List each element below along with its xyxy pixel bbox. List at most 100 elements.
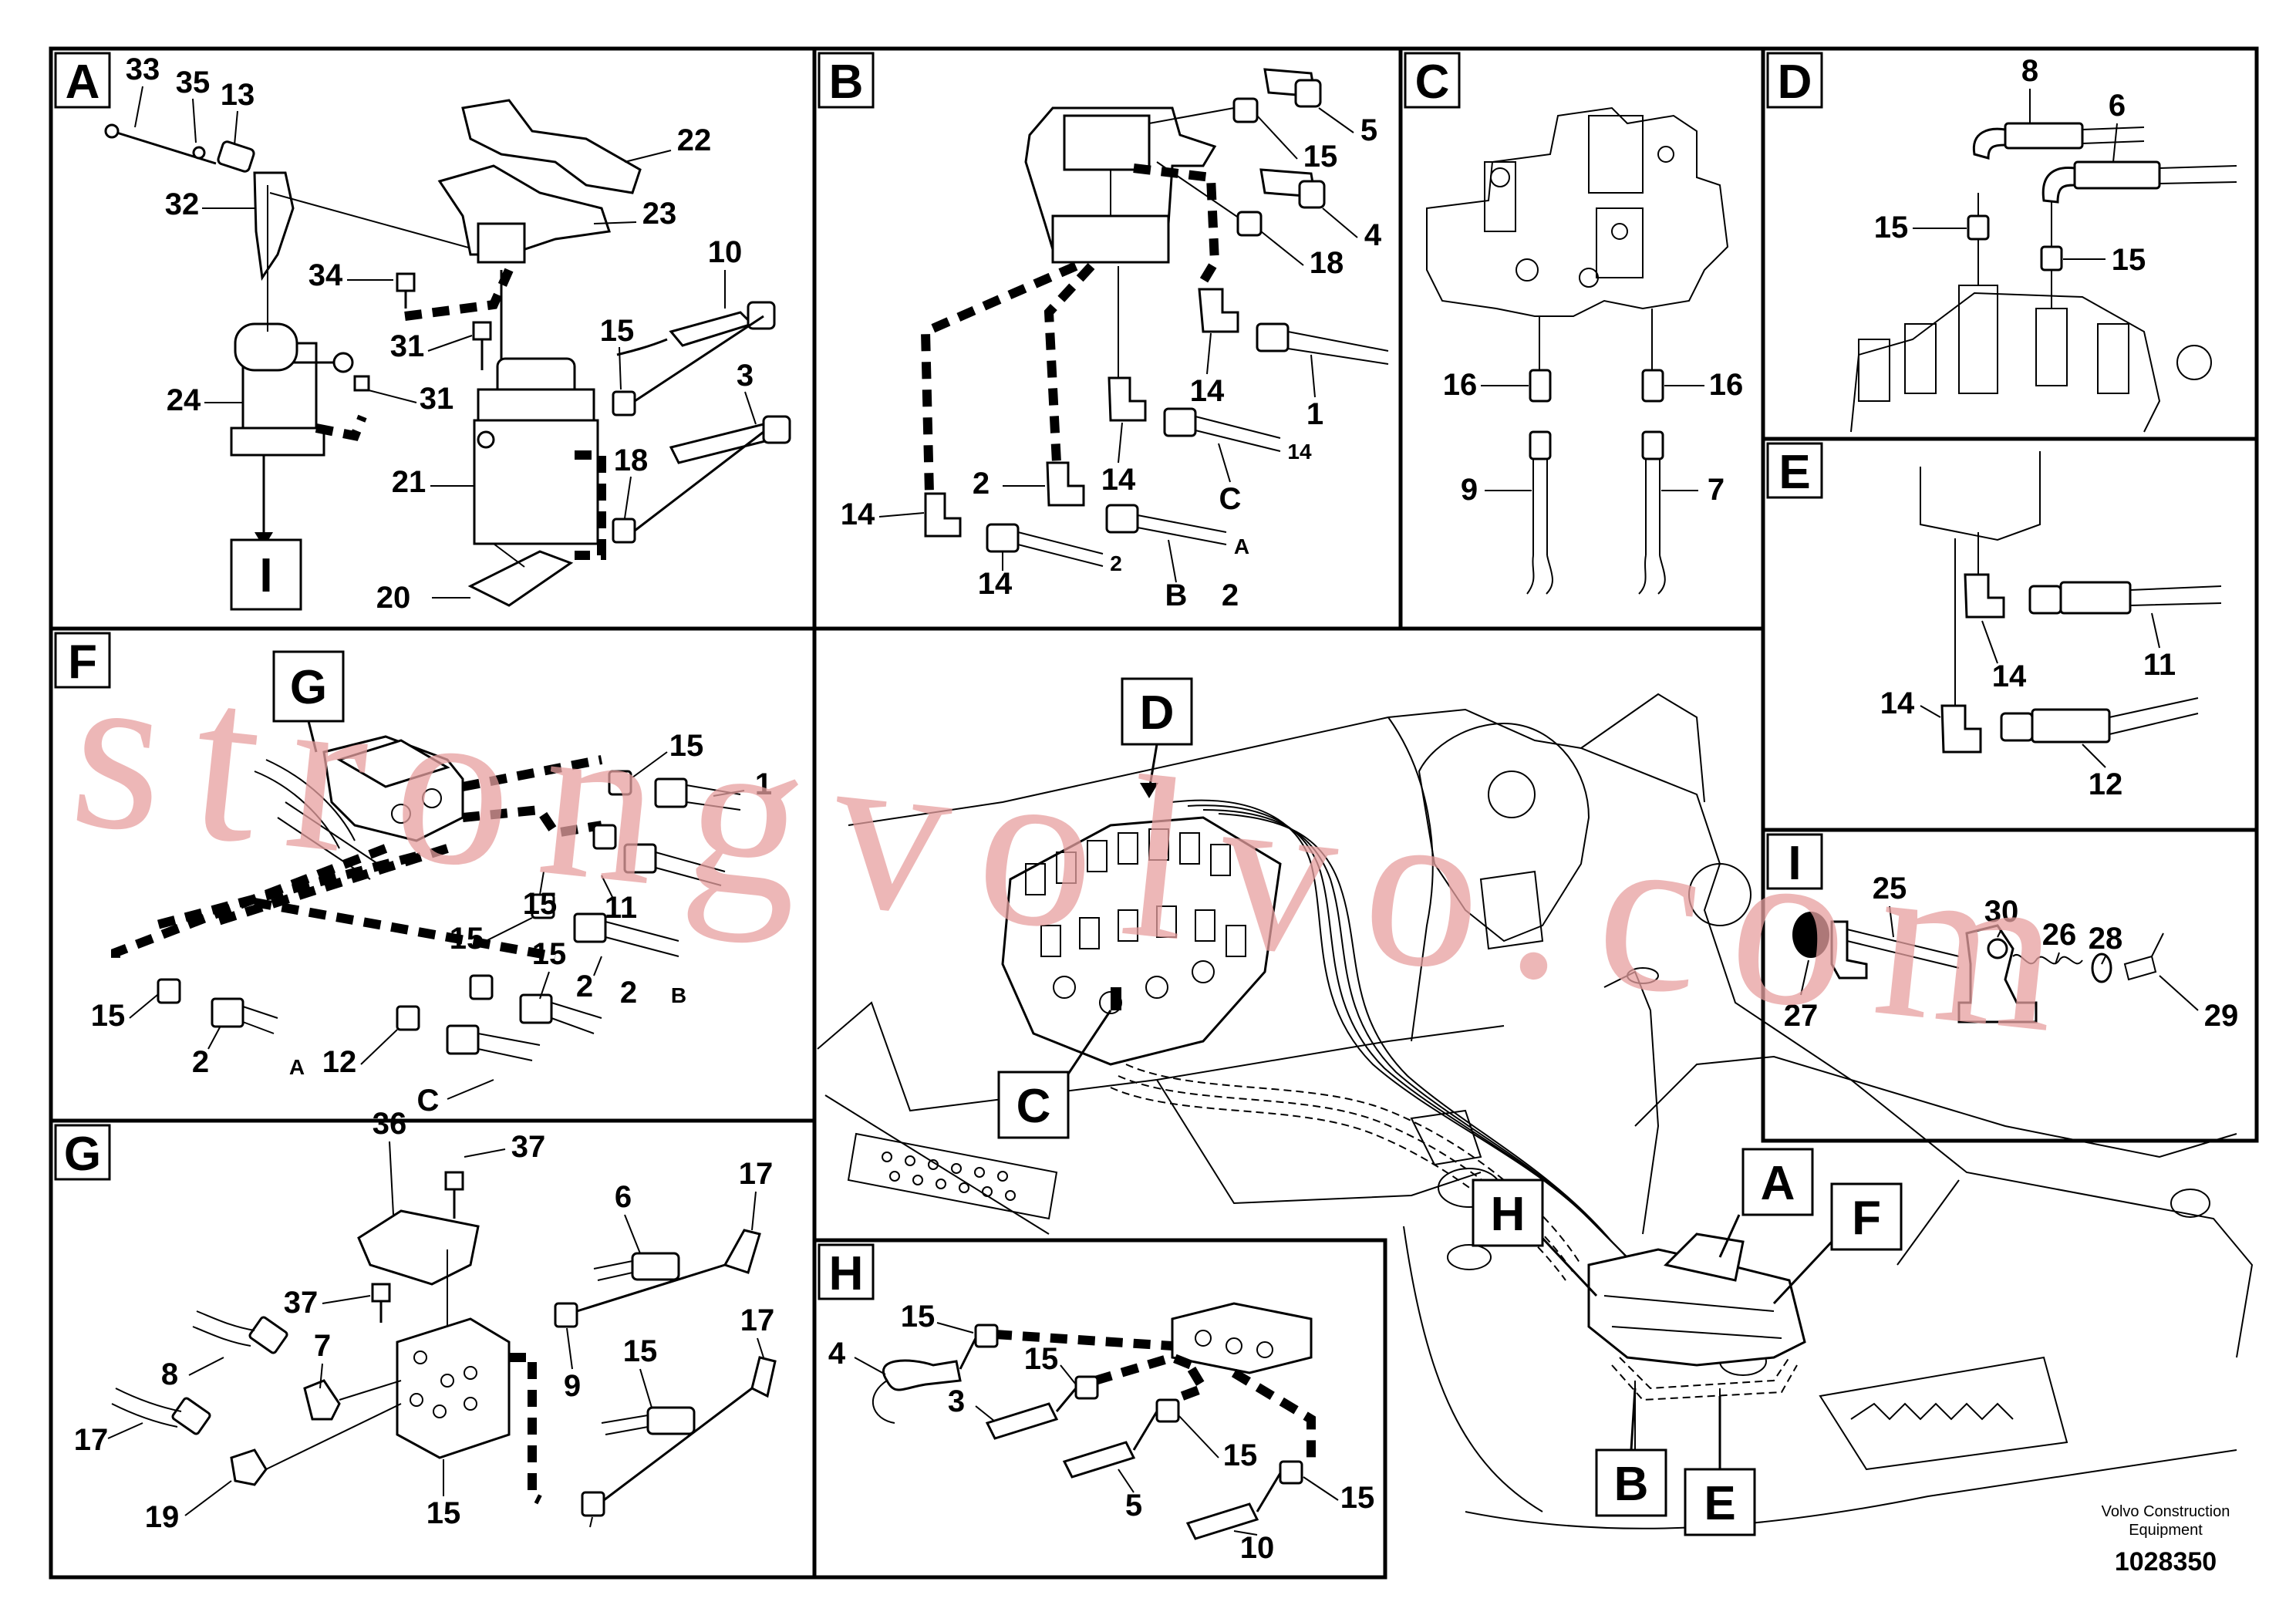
part-callout-number: 34 [308, 258, 343, 292]
part-callout-number: 15 [1340, 1481, 1375, 1515]
part-callout-number: 33 [126, 52, 160, 86]
panel-letter-a: A [66, 56, 100, 109]
part-callout-number: A [289, 1055, 305, 1079]
part-callout-number: 15 [532, 937, 567, 971]
part-callout-number: 22 [677, 123, 712, 157]
part-callout-number: 2 [576, 969, 593, 1003]
part-callout-number: 24 [167, 383, 201, 417]
part-callout-number: 31 [390, 329, 425, 363]
part-callout-number: 10 [708, 235, 743, 269]
part-callout-number: 9 [564, 1369, 581, 1403]
part-callout-number: 10 [1240, 1531, 1275, 1565]
main-label-box-d [1121, 677, 1193, 746]
part-callout-number: 17 [74, 1423, 109, 1457]
part-callout-number: 13 [221, 78, 255, 112]
part-callout-number: 7 [314, 1329, 331, 1363]
part-callout-number: 32 [165, 187, 200, 221]
credit-line-2: Equipment [2129, 1522, 2203, 1539]
part-callout-number: 7 [1708, 473, 1725, 507]
panel-frames [49, 46, 2259, 1580]
part-callout-number: 15 [901, 1300, 936, 1334]
part-callout-number: 1 [1306, 397, 1323, 431]
part-callout-number: 14 [1992, 659, 2027, 693]
part-callout-number: A [1234, 534, 1249, 558]
main-label-c: C [1017, 1080, 1051, 1133]
main-label-box-c [997, 1071, 1070, 1139]
panel-b: B 5 15 4 [818, 52, 1389, 612]
panel-letter-c: C [1415, 56, 1450, 109]
part-callout-number: 25 [1873, 872, 1907, 905]
part-callout-number: 1 [755, 767, 772, 801]
main-label-h: H [1491, 1188, 1526, 1241]
sub-letter-box-i [230, 538, 302, 611]
panel-letter-f: F [68, 636, 97, 689]
part-callout-number: 6 [615, 1180, 632, 1214]
part-callout-number: 15 [1874, 211, 1909, 244]
part-callout-number: 23 [642, 197, 677, 231]
panel-letter-box-h [818, 1243, 875, 1300]
main-label-b: B [1614, 1458, 1649, 1511]
part-callout-number: 15 [426, 1496, 461, 1530]
part-callout-number: 21 [392, 465, 426, 499]
panel-letter-d: D [1778, 56, 1812, 109]
part-callout-number: 14 [1101, 463, 1136, 497]
part-callout-number: 18 [1310, 246, 1344, 280]
part-callout-number: 37 [284, 1286, 319, 1320]
drawing-number: 1028350 [2115, 1547, 2217, 1576]
part-callout-number: 14 [978, 567, 1013, 601]
part-callout-number: 15 [450, 922, 484, 956]
part-callout-number: 2 [973, 467, 990, 501]
panel-c: C 16 16 9 7 [1404, 52, 1744, 595]
main-overview: D C H A F B E [817, 677, 2254, 1536]
part-callout-number: 2 [192, 1045, 209, 1079]
main-label-box-a [1741, 1148, 1814, 1216]
panel-letter-box-d [1766, 52, 1823, 109]
part-callout-number: 3 [948, 1384, 965, 1418]
part-callout-number: 18 [614, 443, 649, 477]
panel-letter-box-g [54, 1124, 111, 1181]
part-callout-number: 15 [91, 999, 126, 1033]
main-label-box-e [1684, 1468, 1756, 1536]
main-label-f: F [1852, 1192, 1881, 1245]
part-callout-number: 4 [1364, 218, 1382, 252]
part-callout-number: 31 [420, 382, 454, 416]
part-callout-number: 19 [145, 1500, 180, 1534]
part-callout-number: 14 [1880, 686, 1915, 720]
part-callout-number: B [1165, 578, 1188, 612]
part-callout-number: 15 [600, 314, 635, 348]
panel-h: H 15 4 15 3 15 5 15 10 [818, 1243, 1375, 1565]
main-label-d: D [1140, 686, 1175, 740]
main-label-a: A [1761, 1157, 1795, 1210]
panel-g: G 36 [54, 1107, 777, 1534]
part-callout-number: 16 [1709, 368, 1744, 402]
part-callout-number: 4 [828, 1337, 846, 1371]
part-callout-number: 2 [1222, 578, 1239, 612]
panel-letter-box-e [1766, 442, 1823, 499]
panel-e: E 11 14 14 12 [1766, 442, 2222, 801]
part-callout-number: 14 [1287, 440, 1312, 464]
part-callout-number: 14 [841, 497, 875, 531]
part-callout-number: 37 [511, 1130, 546, 1164]
part-callout-number: 27 [1784, 999, 1819, 1033]
part-callout-number: 15 [1223, 1438, 1258, 1472]
part-callout-number: 15 [1303, 140, 1338, 174]
sub-letter-i: I [259, 549, 272, 602]
part-callout-number: 15 [2112, 243, 2146, 277]
part-callout-number: 15 [623, 1334, 658, 1368]
part-callout-number: 8 [2021, 54, 2038, 88]
part-callout-number: 15 [669, 729, 704, 763]
main-label-box-f [1830, 1182, 1903, 1251]
part-callout-number: 5 [1360, 113, 1377, 147]
part-callout-number: 17 [739, 1157, 774, 1191]
part-callout-number: 17 [740, 1303, 775, 1337]
part-callout-number: 30 [1984, 895, 2019, 929]
panel-letter-i: I [1788, 837, 1801, 890]
part-callout-number: 11 [2143, 648, 2176, 682]
sub-letter-box-g [272, 650, 345, 723]
part-callout-number: 20 [376, 581, 411, 615]
part-callout-number: 26 [2042, 918, 2077, 952]
part-callout-number: 6 [2109, 89, 2126, 123]
main-label-box-b [1595, 1448, 1667, 1517]
part-callout-number: 9 [1461, 473, 1478, 507]
